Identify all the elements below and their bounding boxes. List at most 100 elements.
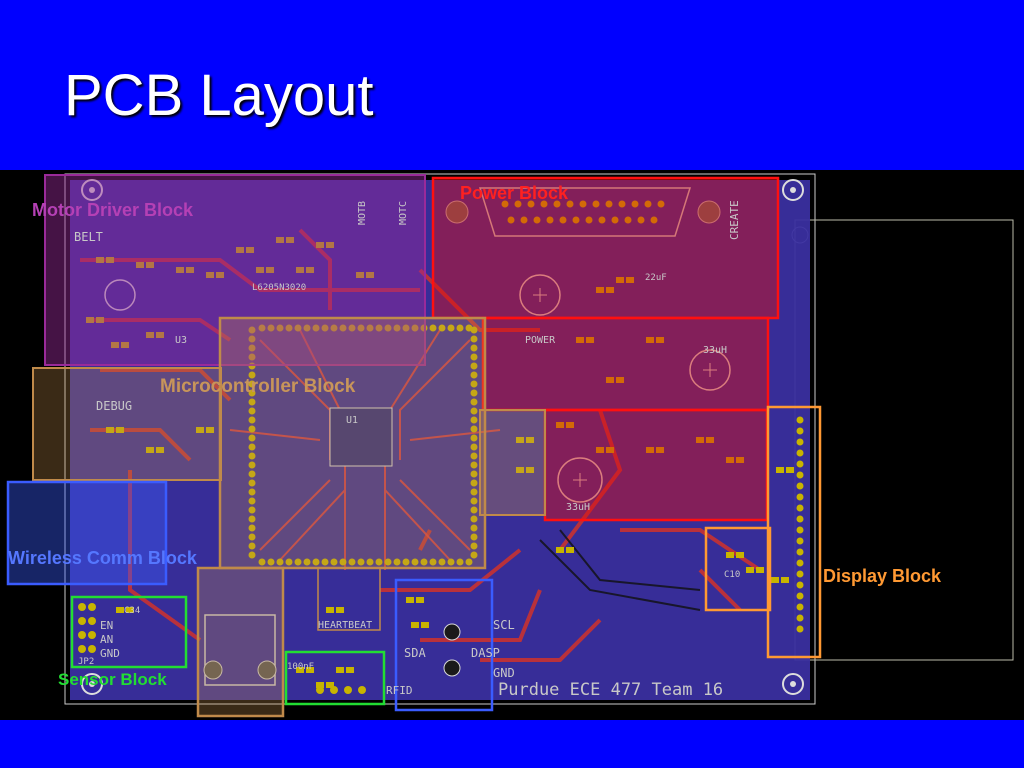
debug-silkscreen: DEBUG [96,399,133,413]
mcu-pad [375,558,383,566]
mcu-pad [470,497,478,505]
mcu-pad [393,558,401,566]
smd-pad [296,667,304,673]
bottom-connector-hole-right [257,660,277,680]
smd-pad [176,267,184,273]
mcu-pad [470,371,478,379]
connector-pin [644,200,652,208]
mcu-pad [470,407,478,415]
mcu-pad [366,558,374,566]
mcu-pad [248,389,256,397]
connector-pin [618,200,626,208]
mcu-pad [470,551,478,559]
smd-pad [736,552,744,558]
mcu-pad [470,443,478,451]
i2c-pin-scl [443,623,461,641]
mcu-pad [357,558,365,566]
smd-pad [516,467,524,473]
power-block-region-top [431,176,780,320]
header-pin [796,438,804,446]
i2c-pin-sda [443,659,461,677]
smd-pad [316,682,324,688]
mcu-pad [470,452,478,460]
inductor1-silkscreen: 33uH [703,345,728,356]
header-pin [796,526,804,534]
smd-pad [366,272,374,278]
smd-pad [116,607,124,613]
mcu-pad [429,324,437,332]
cap-100nf-silkscreen: 100nF [287,662,315,672]
header-pin [796,416,804,424]
smd-pad [116,427,124,433]
header-pin [88,645,96,653]
mcu-pad [248,353,256,361]
mcu-pad [248,344,256,352]
smd-pad [646,447,654,453]
mcu-pad [248,326,256,334]
mcu-pad [447,558,455,566]
smd-pad [771,577,779,583]
header-pin [796,625,804,633]
c34-silkscreen: C34 [124,606,141,616]
mcu-pad [470,506,478,514]
wireless-comm-block-region [6,480,168,586]
motb-silkscreen: MOTB [357,200,368,225]
connector-pin [507,216,515,224]
smd-pad [246,247,254,253]
bottom-connector-hole-left [203,660,223,680]
smd-pad [276,237,284,243]
connector-pin [520,216,528,224]
header-pin [796,592,804,600]
smd-pad [326,242,334,248]
smd-pad [296,267,304,273]
rfid-region [394,578,494,712]
connector-pin [553,200,561,208]
header-pin [796,614,804,622]
mcu-pad [470,416,478,424]
signal-traces [539,529,701,611]
micro-connector-region [196,566,285,718]
mcu-pad [402,558,410,566]
heartbeat-region [317,567,381,631]
smd-pad [236,247,244,253]
serial-connector [445,187,721,237]
smd-pad [556,422,564,428]
connector-pin [585,216,593,224]
connector-pin [559,216,567,224]
header-pin [796,548,804,556]
header-pin [796,471,804,479]
mcu-pad [248,425,256,433]
header-pin [78,631,86,639]
smd-pad [726,552,734,558]
electrolytic-capacitors [104,274,731,503]
micro-aux-region [479,409,546,516]
smd-pad [606,377,614,383]
smd-pad [606,287,614,293]
smd-pad [266,267,274,273]
mcu-pad [303,324,311,332]
mcu-pad [411,324,419,332]
smd-pad [106,257,114,263]
mcu-pad [285,558,293,566]
header-pin [796,504,804,512]
mcu-pad [248,551,256,559]
power-block-label: Power Block [460,183,569,203]
belt-silkscreen: BELT [74,230,103,244]
mcu-pad [429,558,437,566]
mcu-pad [294,324,302,332]
mcu-pad [465,558,473,566]
mcu-pad [366,324,374,332]
smd-pad [606,447,614,453]
smd-pad [146,262,154,268]
mcu-pad [330,558,338,566]
smd-pad [566,547,574,553]
smd-pad [206,272,214,278]
smd-pad [786,467,794,473]
header-pin [796,581,804,589]
header-pin [796,515,804,523]
smd-pad [616,377,624,383]
header-pin [796,559,804,567]
mcu-pad [375,324,383,332]
an-silkscreen: AN [100,633,114,646]
mcu-pad [267,324,275,332]
